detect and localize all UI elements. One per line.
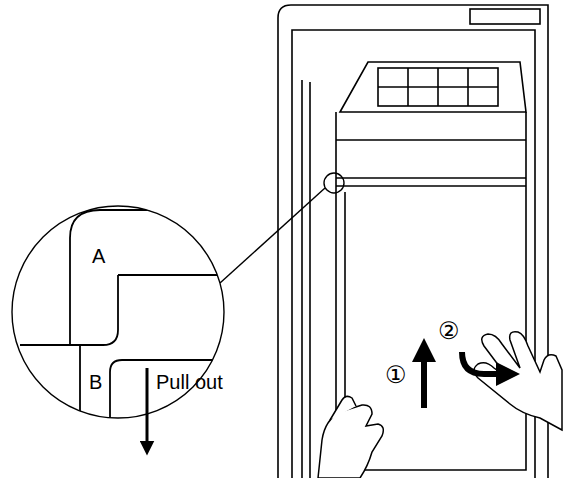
magnifier (0, 173, 344, 448)
instruction-text: Pull out (156, 371, 223, 394)
part-letter: B (89, 371, 102, 394)
part-letter: A (92, 245, 105, 268)
motion-arrows (424, 350, 508, 408)
step-number: ② (438, 318, 460, 346)
refrigerator-door (278, 5, 548, 478)
step-number: ① (385, 362, 407, 390)
hands (318, 332, 562, 478)
